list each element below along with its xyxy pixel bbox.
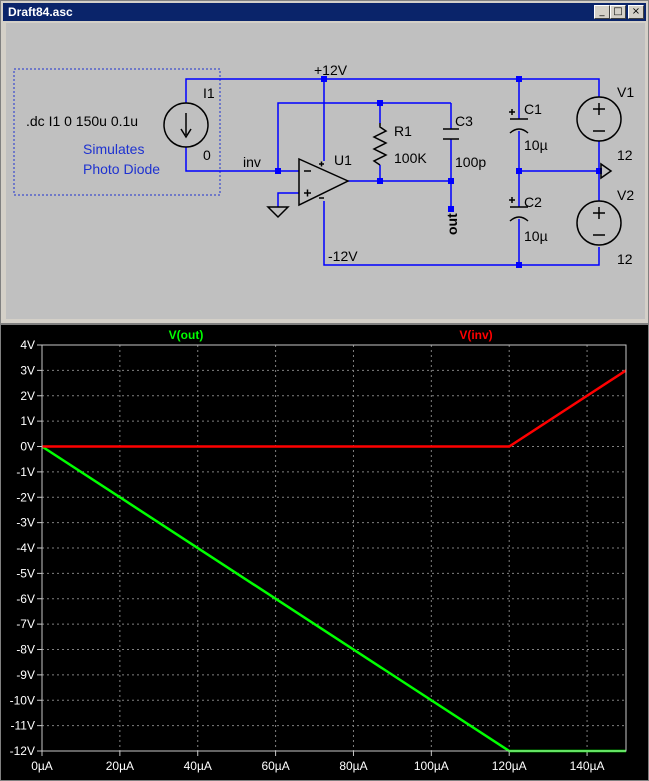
schematic-drawing: .dc I1 0 150u 0.1u Simulates Photo Diode… (13, 62, 634, 268)
label-c1-value: 10µ (524, 137, 548, 153)
window-title: Draft84.asc (8, 5, 73, 19)
label-c3: C3 (455, 113, 473, 129)
legend-vinv[interactable]: V(inv) (459, 328, 492, 342)
comment-simulates: Simulates (83, 141, 144, 157)
capacitor-c2[interactable] (509, 197, 529, 222)
close-button[interactable]: × (628, 5, 644, 19)
x-tick-label: 20µA (106, 759, 134, 773)
label-neg12v: -12V (328, 248, 358, 264)
junction-dots (275, 76, 602, 268)
label-v2: V2 (617, 187, 634, 203)
comment-photo-diode: Photo Diode (83, 161, 160, 177)
label-c1: C1 (524, 101, 542, 117)
x-tick-label: 0µA (31, 759, 53, 773)
dc-directive[interactable]: .dc I1 0 150u 0.1u (26, 113, 138, 129)
y-tick-label: -6V (16, 592, 35, 606)
legend-vout[interactable]: V(out) (169, 328, 204, 342)
window-controls: _ □ × (594, 5, 644, 19)
waveform-plot[interactable]: 4V 3V 2V 1V 0V -1V -2V -3V -4V -5V -6V -7V -8V -9V -10… (1, 325, 648, 780)
y-tick-label: -3V (16, 516, 35, 530)
capacitor-c1[interactable] (509, 109, 529, 134)
current-source-i1[interactable] (163, 102, 209, 148)
waveform-viewer[interactable]: 4V 3V 2V 1V 0V -1V -2V -3V -4V -5V -6V -7V -8V -9V -10… (0, 324, 649, 781)
label-v1-value: 12 (617, 147, 633, 163)
x-tick-label: 40µA (184, 759, 212, 773)
y-tick-label: 1V (20, 414, 35, 428)
common-ground-symbol (600, 162, 613, 180)
opamp-u1[interactable] (298, 157, 350, 207)
x-tick-labels: 0µA 20µA 40µA 60µA 80µA 100µA 120µA 140µA (31, 759, 604, 773)
label-inv-net: inv (243, 154, 261, 170)
y-tick-label: -5V (16, 566, 35, 580)
y-tick-label: 3V (20, 363, 35, 377)
label-c3-value: 100p (455, 154, 486, 170)
label-v2-value: 12 (617, 251, 633, 267)
voltage-source-v1[interactable] (576, 96, 622, 142)
x-tick-label: 100µA (414, 759, 449, 773)
y-tick-label: -8V (16, 643, 35, 657)
y-tick-label: -1V (16, 465, 35, 479)
label-c2-value: 10µ (524, 228, 548, 244)
traces (41, 369, 627, 753)
ground-symbol (266, 206, 290, 219)
y-tick-label: 2V (20, 389, 35, 403)
plot-grid (37, 344, 626, 756)
maximize-button[interactable]: □ (610, 5, 626, 19)
x-tick-label: 80µA (339, 759, 367, 773)
y-tick-label: -11V (11, 719, 35, 733)
y-tick-label: -12V (10, 744, 35, 758)
y-tick-labels: 4V 3V 2V 1V 0V -1V -2V -3V -4V -5V -6V -7V -8V -9V -10… (10, 338, 35, 758)
schematic-window: Draft84.asc _ □ × (0, 0, 649, 324)
y-tick-label: -4V (16, 541, 35, 555)
x-tick-label: 60µA (261, 759, 289, 773)
label-out-net: out (444, 213, 460, 235)
y-tick-label: -10V (10, 693, 35, 707)
y-tick-label: 0V (20, 440, 35, 454)
voltage-source-v2[interactable] (576, 200, 622, 246)
capacitor-c3[interactable] (443, 128, 459, 140)
minimize-button[interactable]: _ (594, 5, 610, 19)
y-tick-label: -7V (16, 617, 35, 631)
label-u1: U1 (334, 152, 352, 168)
plot-frame (41, 344, 627, 752)
resistor-r1[interactable] (372, 123, 388, 166)
label-v1: V1 (617, 84, 634, 100)
y-tick-label: -9V (16, 668, 35, 682)
wires (185, 78, 600, 266)
y-tick-label: 4V (20, 338, 35, 352)
trace-vinv[interactable] (42, 369, 627, 448)
label-r1: R1 (394, 123, 412, 139)
label-i1: I1 (203, 85, 215, 101)
y-tick-label: -2V (16, 490, 35, 504)
legend: V(out) V(inv) (169, 328, 493, 342)
x-tick-label: 140µA (570, 759, 605, 773)
comment-box (13, 68, 221, 196)
title-bar[interactable]: Draft84.asc _ □ × (3, 3, 646, 21)
label-zero: 0 (203, 147, 211, 163)
label-pos12v: +12V (314, 62, 348, 78)
x-tick-label: 120µA (492, 759, 527, 773)
label-c2: C2 (524, 194, 542, 210)
schematic-canvas[interactable]: .dc I1 0 150u 0.1u Simulates Photo Diode… (6, 23, 645, 319)
label-r1-value: 100K (394, 150, 427, 166)
